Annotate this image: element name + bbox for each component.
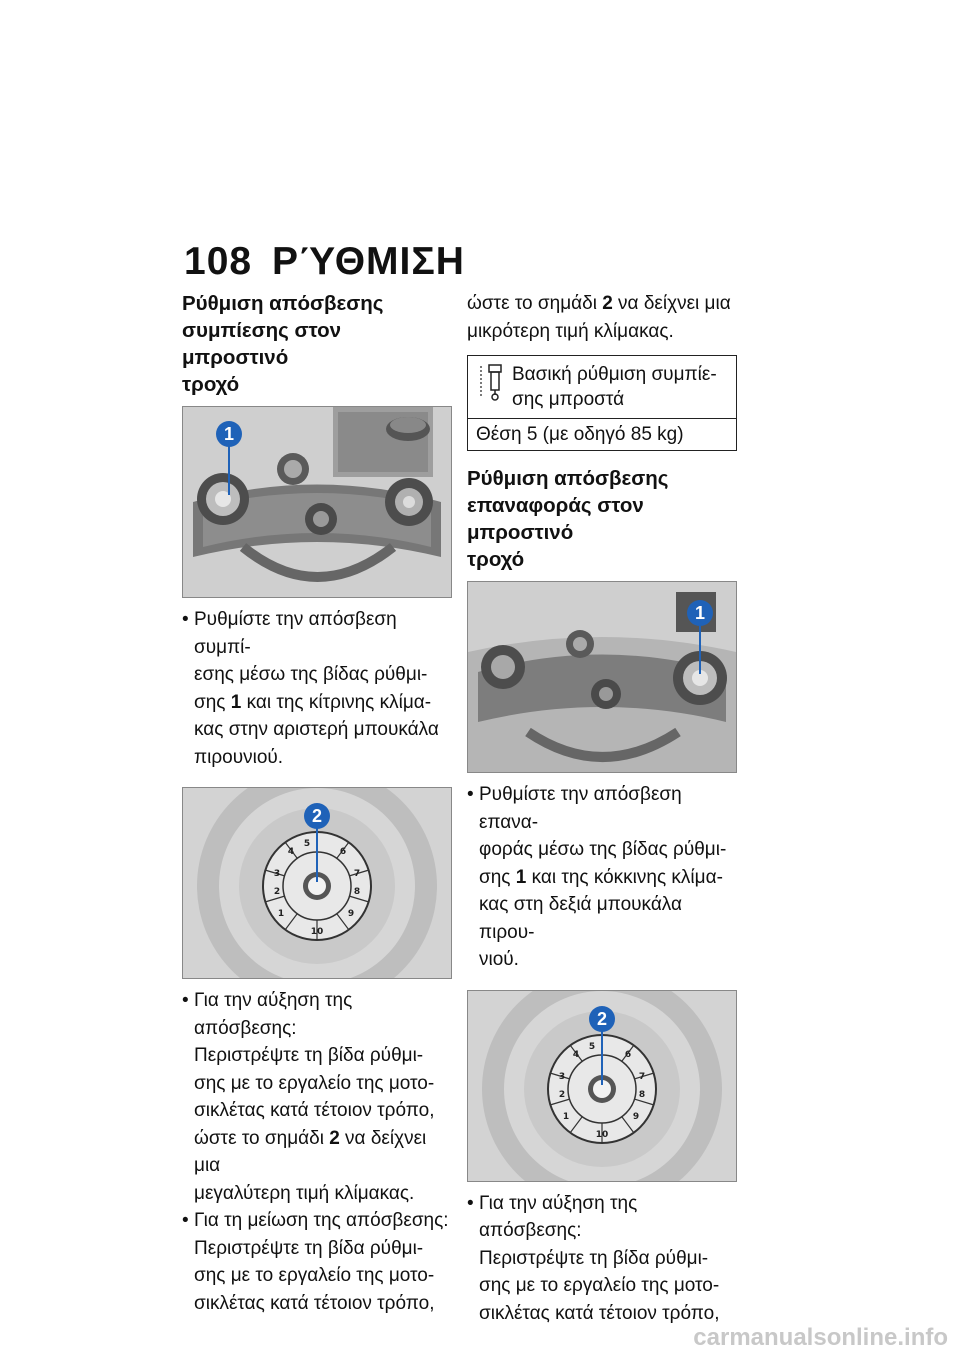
list-item: Για τη μείωση της απόσβεσης: Περιστρέψτε… <box>182 1207 452 1317</box>
right-column: ώστε το σημάδι 2 να δείχνει μια μικρότερ… <box>467 290 737 1327</box>
dial-number: 1 <box>278 909 284 919</box>
callout-2-badge: 2 <box>304 803 330 829</box>
page-title: ΡΎΘΜΙΣΗ <box>272 240 465 283</box>
dial-number: 8 <box>354 887 360 897</box>
dial-number: 5 <box>304 839 310 849</box>
list-item: Για την αύξηση της απόσβεσης: Περιστρέψτ… <box>182 987 452 1207</box>
spec-note-box: Βασική ρύθμιση συμπίε- σης μπροστά Θέση … <box>467 355 737 451</box>
section-heading-compression: Ρύθμιση απόσβεσης συμπίεσης στον μπροστι… <box>182 292 384 396</box>
dial-number: 4 <box>573 1050 579 1060</box>
list-item: Για την αύξηση της απόσβεσης: Περιστρέψτ… <box>467 1190 737 1328</box>
dial-number: 9 <box>348 909 354 919</box>
dial-number: 3 <box>559 1072 565 1082</box>
dial-number: 4 <box>288 847 294 857</box>
list-item: Ρυθμίστε την απόσβεση συμπί- εσης μέσω τ… <box>182 606 452 771</box>
dial-number: 9 <box>633 1112 639 1122</box>
instruction-list-3: Ρυθμίστε την απόσβεση επανα- φοράς μέσω … <box>467 781 737 974</box>
instruction-list-1: Ρυθμίστε την απόσβεση συμπί- εσης μέσω τ… <box>182 606 452 771</box>
watermark: carmanualsonline.info <box>693 1324 948 1351</box>
dial-number: 10 <box>311 927 324 937</box>
dial-number: 6 <box>340 847 346 857</box>
fork-top-photo-left: 1 <box>182 406 452 598</box>
spec-label: Βασική ρύθμιση συμπίε- σης μπροστά <box>512 364 717 410</box>
page-number: 108 <box>184 240 253 283</box>
dial-number: 2 <box>274 887 280 897</box>
dial-number: 5 <box>589 1042 595 1052</box>
dial-number: 8 <box>639 1090 645 1100</box>
dial-number: 6 <box>625 1050 631 1060</box>
left-column: Ρύθμιση απόσβεσης συμπίεσης στον μπροστι… <box>182 290 452 1317</box>
callout-2-badge: 2 <box>589 1005 615 1032</box>
section-heading-rebound: Ρύθμιση απόσβεσης επαναφοράς στον μπροστ… <box>467 467 669 571</box>
callout-1-badge: 1 <box>687 600 713 626</box>
instruction-list-2: Για την αύξηση της απόσβεσης: Περιστρέψτ… <box>182 987 452 1317</box>
list-item: Ρυθμίστε την απόσβεση επανα- φοράς μέσω … <box>467 781 737 974</box>
callout-1-badge: 1 <box>216 421 242 447</box>
dial-number: 10 <box>596 1130 609 1140</box>
suspension-strut-icon <box>478 362 512 412</box>
continuation-text: ώστε το σημάδι 2 να δείχνει μια μικρότερ… <box>467 293 731 342</box>
fork-top-photo-right: 1 <box>467 581 737 773</box>
instruction-list-4: Για την αύξηση της απόσβεσης: Περιστρέψτ… <box>467 1190 737 1328</box>
dial-number: 1 <box>563 1112 569 1122</box>
dial-number: 3 <box>274 869 280 879</box>
dial-photo-right: 1 2 3 4 5 6 7 8 9 10 2 <box>467 989 737 1182</box>
dial-number: 2 <box>559 1090 565 1100</box>
dial-number: 7 <box>354 869 360 879</box>
spec-value: Θέση 5 (με οδηγό 85 kg) <box>476 424 684 445</box>
dial-photo-left: 1 2 3 4 5 6 7 8 9 10 2 <box>182 787 452 979</box>
dial-number: 7 <box>639 1072 645 1082</box>
